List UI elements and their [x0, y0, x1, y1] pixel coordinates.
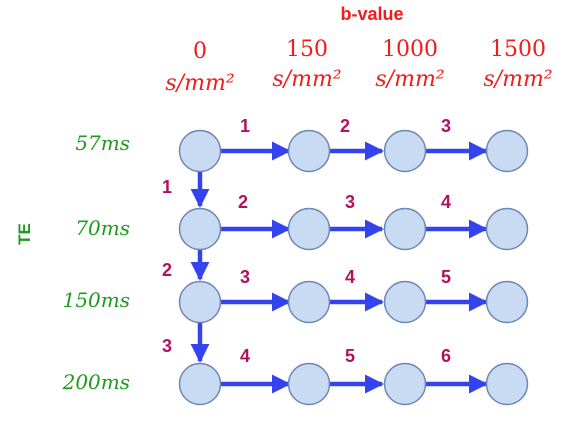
step-label: 4 — [345, 267, 355, 287]
step-label: 6 — [441, 346, 451, 366]
step-label: 2 — [162, 260, 172, 280]
step-label: 4 — [240, 346, 250, 366]
step-label: 3 — [162, 336, 172, 356]
te-title: TE — [15, 223, 34, 245]
te-row-label-200ms: 200ms — [62, 370, 130, 394]
node — [485, 207, 529, 251]
node-layer — [178, 129, 529, 406]
column-value: 1000 — [382, 37, 438, 62]
column-unit: s/mm² — [165, 71, 234, 96]
column-value: 1500 — [490, 37, 546, 62]
node — [485, 362, 529, 406]
step-label: 1 — [162, 177, 172, 197]
step-label: 4 — [441, 192, 451, 212]
node — [383, 280, 427, 324]
node — [383, 129, 427, 173]
node — [383, 362, 427, 406]
column-unit: s/mm² — [483, 67, 552, 92]
te-row-label-70ms: 70ms — [75, 216, 130, 240]
te-row-label-57ms: 57ms — [75, 131, 130, 155]
column-header-1: 150 s/mm² — [272, 37, 341, 92]
node — [287, 129, 331, 173]
step-label: 3 — [345, 192, 355, 212]
step-label: 3 — [441, 116, 451, 136]
step-label: 5 — [345, 346, 355, 366]
te-row-label-150ms: 150ms — [63, 288, 130, 312]
node — [383, 207, 427, 251]
node — [287, 207, 331, 251]
step-label: 3 — [240, 267, 250, 287]
column-unit: s/mm² — [375, 67, 444, 92]
column-header-3: 1500 s/mm² — [483, 37, 552, 92]
node — [178, 280, 222, 324]
node — [485, 129, 529, 173]
node — [178, 129, 222, 173]
column-header-2: 1000 s/mm² — [375, 37, 444, 92]
step-labels: 1 2 3 2 3 4 3 4 5 4 5 6 1 2 3 — [162, 116, 451, 366]
column-unit: s/mm² — [272, 67, 341, 92]
step-label: 1 — [240, 116, 250, 136]
step-label: 5 — [441, 267, 451, 287]
step-label: 2 — [238, 192, 248, 212]
node — [485, 280, 529, 324]
column-value: 150 — [286, 37, 328, 62]
arrow-layer — [190, 141, 488, 394]
step-label: 2 — [340, 116, 350, 136]
node — [178, 207, 222, 251]
node — [178, 362, 222, 406]
column-header-0: 0 s/mm² — [165, 39, 234, 96]
column-value: 0 — [193, 39, 207, 64]
node — [287, 280, 331, 324]
b-value-title: b-value — [340, 4, 403, 24]
node — [287, 362, 331, 406]
